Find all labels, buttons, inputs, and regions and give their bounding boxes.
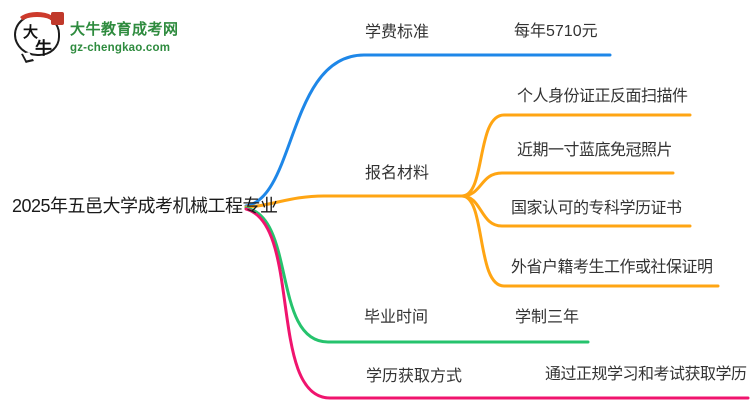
branch-line-materials-child-2 <box>460 171 675 198</box>
child-node-id-scan: 个人身份证正反面扫描件 <box>517 88 688 105</box>
branch-node-tuition: 学费标准 <box>365 24 430 41</box>
branch-line-materials-child-4 <box>460 194 720 288</box>
branch-line-graduation <box>244 206 590 344</box>
child-node-photo: 近期一寸蓝底免冠照片 <box>517 142 673 159</box>
branch-node-diploma: 学历获取方式 <box>366 368 463 385</box>
site-url: gz-chengkao.com <box>70 42 171 54</box>
root-node: 2025年五邑大学成考机械工程专业 <box>12 196 278 216</box>
branch-line-tuition <box>244 53 612 208</box>
branch-node-graduation: 毕业时间 <box>364 309 429 326</box>
branch-node-materials: 报名材料 <box>365 165 430 182</box>
child-node-duration: 学制三年 <box>515 309 580 326</box>
branch-line-diploma <box>244 207 750 400</box>
logo-text-block: 大牛教育成考网 gz-chengkao.com <box>70 10 179 54</box>
child-node-diploma-cert: 国家认可的专科学历证书 <box>511 200 682 217</box>
child-node-tuition-amount: 每年5710元 <box>514 23 598 40</box>
logo-seal-icon <box>51 12 64 25</box>
child-node-diploma-method: 通过正规学习和考试获取学历 <box>545 366 747 383</box>
logo-bubble: 大 牛 <box>14 12 64 63</box>
branch-line-materials-child-1 <box>460 113 692 198</box>
logo-bubble-char-bottom: 牛 <box>35 39 52 58</box>
site-logo: 大 牛 大牛教育成考网 gz-chengkao.com <box>14 10 179 63</box>
branch-line-materials-stem <box>244 194 464 209</box>
logo-bubble-char-top: 大 <box>23 24 39 41</box>
site-name: 大牛教育成考网 <box>70 21 179 38</box>
child-node-residence-proof: 外省户籍考生工作或社保证明 <box>511 259 713 276</box>
logo-red-arc-icon <box>16 12 58 36</box>
